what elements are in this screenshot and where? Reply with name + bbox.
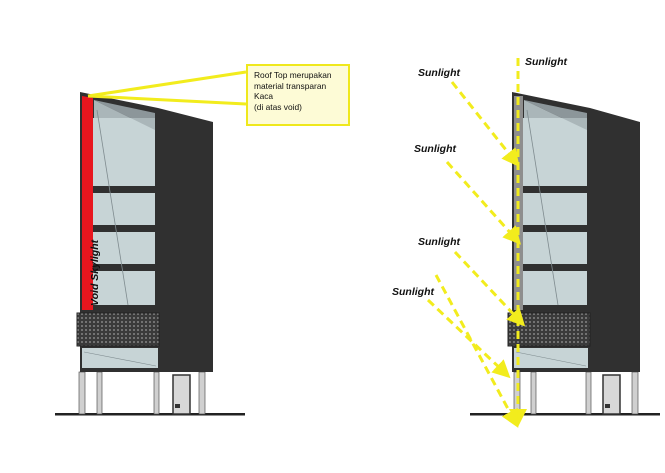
void-skylight-strip (82, 96, 93, 310)
left-side-wall (158, 108, 213, 372)
sunlight-label: Sunlight (414, 143, 456, 155)
right-lower-glass (514, 348, 588, 368)
left-glass-panel (93, 271, 155, 305)
left-door (172, 374, 191, 415)
left-column (153, 371, 160, 415)
sunlight-arrow (445, 160, 522, 245)
sunlight-label: Sunlight (418, 67, 460, 79)
left-mesh-facade (76, 312, 160, 347)
left-glass-panel (93, 118, 155, 186)
right-column (585, 371, 592, 415)
void-skylight-label: Void Skylight (89, 239, 101, 306)
right-column (513, 371, 521, 415)
callout-line: (di atas void) (254, 101, 302, 112)
callout-line: Roof Top merupakan (254, 70, 332, 80)
callout-leader (87, 70, 247, 106)
callout-line: Kaca (254, 91, 274, 102)
left-column (78, 371, 86, 415)
right-door (602, 374, 621, 415)
right-glass-panel (523, 118, 587, 186)
right-glass-panel (523, 232, 587, 264)
sunlight-label: Sunlight (392, 286, 434, 298)
sunlight-arrow (426, 298, 511, 379)
left-ground-line (55, 413, 245, 416)
sunlight-arrow (453, 250, 526, 327)
sunlight-arrow (450, 81, 520, 168)
left-glass-panel (93, 232, 155, 264)
left-column (96, 371, 103, 415)
sunlight-label: Sunlight (418, 236, 460, 248)
right-mesh-facade (507, 312, 591, 347)
left-glass-panel (93, 193, 155, 225)
left-building (55, 92, 245, 416)
sunlight-arrow (434, 274, 519, 428)
left-column (198, 371, 206, 415)
callout-line: material transparan (254, 80, 327, 91)
right-side-wall (590, 108, 640, 372)
sunlight-arrows (426, 58, 527, 428)
right-building (470, 92, 660, 416)
right-glass-panel (523, 193, 587, 225)
right-ground-line (470, 413, 660, 416)
sunlight-label: Sunlight (525, 56, 567, 68)
right-column (530, 371, 537, 415)
right-column (631, 371, 639, 415)
roof-top-callout: Roof Top merupakan material transparan K… (246, 64, 350, 126)
left-lower-glass (82, 348, 158, 368)
